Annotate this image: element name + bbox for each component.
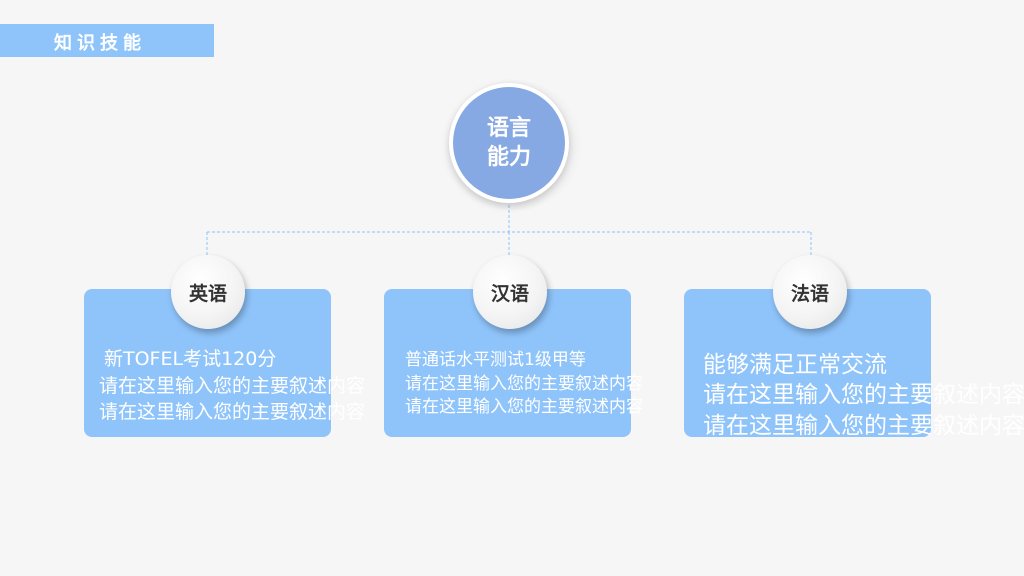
skill-badge-label: 汉语 [490, 282, 529, 305]
card-line-secondary: 请在这里输入您的主要叙述内容 [99, 375, 366, 397]
card-line-tertiary: 请在这里输入您的主要叙述内容 [703, 413, 1024, 439]
card-line-primary: 新TOFEL考试120分 [104, 348, 277, 370]
card-line-secondary: 请在这里输入您的主要叙述内容 [405, 374, 643, 394]
card-line-primary: 能够满足正常交流 [703, 352, 887, 378]
card-line-secondary: 请在这里输入您的主要叙述内容 [703, 382, 1024, 408]
skill-badge-label: 法语 [790, 282, 829, 305]
header-bar: 知识技能 [0, 24, 214, 57]
card-line-tertiary: 请在这里输入您的主要叙述内容 [405, 397, 643, 417]
root-node-inner: 语言能力 [453, 87, 565, 199]
root-node-label: 语言能力 [486, 116, 531, 170]
page-title: 知识技能 [54, 33, 146, 54]
skill-badge-chinese: 汉语 [473, 255, 547, 329]
skill-badge-french: 法语 [773, 255, 847, 329]
card-line-tertiary: 请在这里输入您的主要叙述内容 [99, 401, 366, 423]
skill-badge-english: 英语 [171, 255, 245, 329]
root-node: 语言能力 [449, 83, 569, 203]
skill-card-chinese: 普通话水平测试1级甲等 请在这里输入您的主要叙述内容 请在这里输入您的主要叙述内… [384, 289, 643, 437]
skill-badge-label: 英语 [188, 282, 227, 305]
card-line-primary: 普通话水平测试1级甲等 [405, 350, 586, 370]
